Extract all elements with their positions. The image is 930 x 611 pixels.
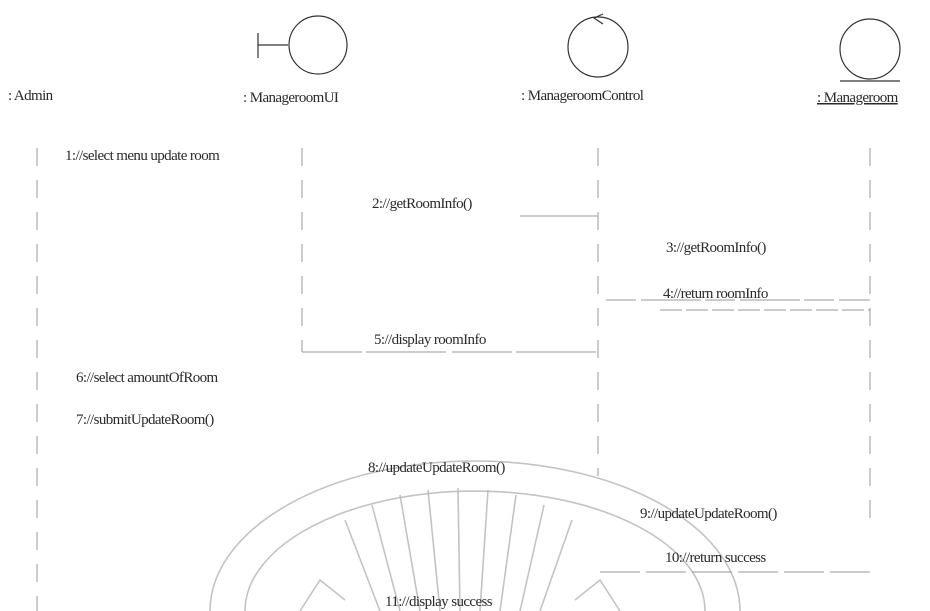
message-label-5: 5://display roomInfo	[374, 332, 486, 348]
lifeline-label-manageroom-control: : ManageroomControl	[521, 88, 644, 104]
entity-icon	[839, 18, 901, 82]
message-label-11: 11://display success	[385, 594, 493, 610]
message-label-8: 8://updateUpdateRoom()	[368, 460, 505, 476]
message-label-10: 10://return success	[665, 550, 766, 566]
boundary-icon	[257, 15, 348, 75]
lifeline-label-manageroom: : Manageroom	[817, 90, 899, 106]
lifeline-label-manageroom-ui: : ManageroomUI	[243, 90, 339, 106]
message-label-4: 4://return roomInfo	[663, 286, 768, 302]
lifeline-label-admin: : Admin	[8, 88, 54, 104]
message-label-2: 2://getRoomInfo()	[372, 196, 472, 212]
message-label-6: 6://select amountOfRoom	[76, 370, 219, 386]
message-label-3: 3://getRoomInfo()	[666, 240, 766, 256]
message-label-7: 7://submitUpdateRoom()	[76, 412, 214, 428]
watermark-seal	[209, 460, 741, 611]
message-label-1: 1://select menu update room	[65, 148, 220, 164]
message-label-9: 9://updateUpdateRoom()	[640, 506, 777, 522]
control-icon	[567, 13, 629, 78]
